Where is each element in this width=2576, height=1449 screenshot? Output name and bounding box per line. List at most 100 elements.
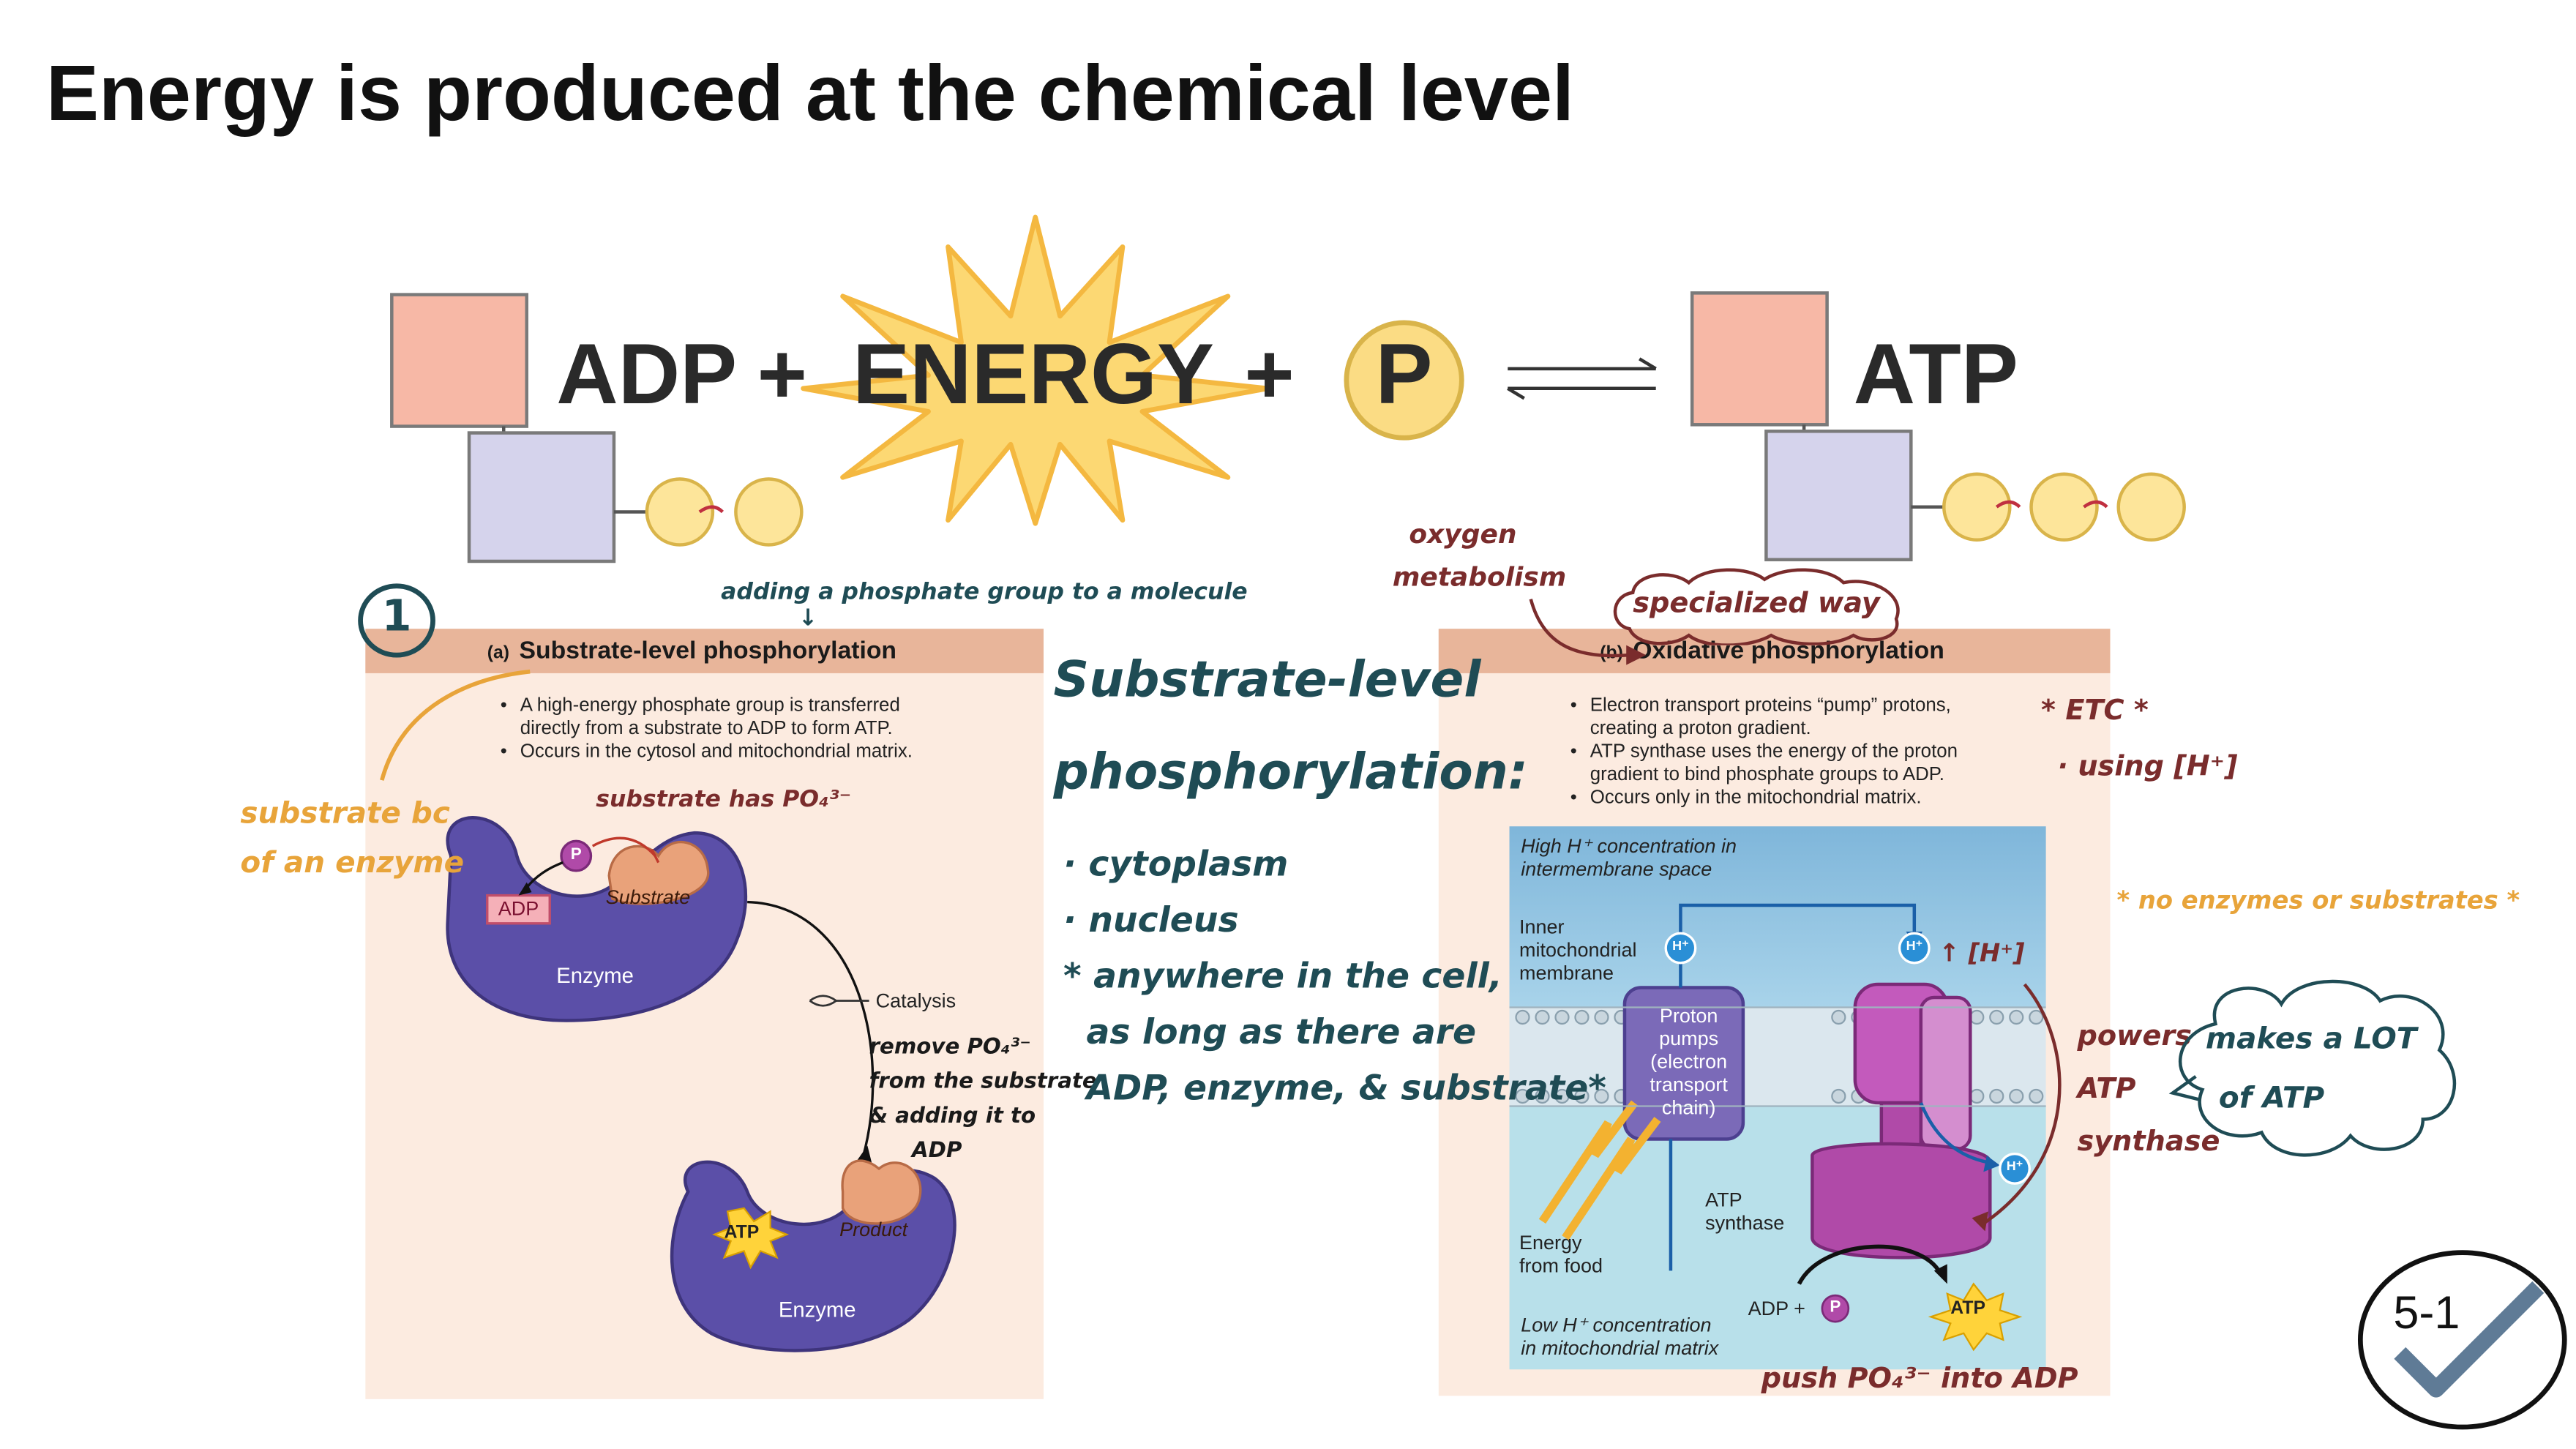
phosphate-icon bbox=[1344, 320, 1464, 441]
note-up-h: ↑ [H⁺] bbox=[1939, 938, 2025, 968]
equation-plus-1: + bbox=[757, 327, 807, 424]
note-slp-heading-line: phosphorylation: bbox=[1053, 744, 1528, 802]
note-slp-heading-line: Substrate-level bbox=[1053, 651, 1481, 710]
energy-from-food-line: Energy bbox=[1519, 1231, 1582, 1254]
high-h-label-line: intermembrane space bbox=[1521, 857, 1712, 881]
atp-synthase-head-icon bbox=[1811, 1142, 1992, 1259]
phosphate-icon bbox=[560, 839, 593, 872]
note-remove-line: & adding it to bbox=[869, 1104, 1036, 1129]
cloud-bubble-icon bbox=[1613, 568, 1900, 645]
panel-a-bullet: A high-energy phosphate group is transfe… bbox=[501, 694, 937, 741]
circled-number: 1 bbox=[381, 592, 412, 643]
panel-b-tag: (b) bbox=[1600, 643, 1623, 664]
note-substrate-bc-line: of an enzyme bbox=[240, 846, 465, 881]
energy-from-food-line: from food bbox=[1519, 1254, 1603, 1278]
note-powers-line: powers bbox=[2077, 1020, 2193, 1054]
h-ion-label: H⁺ bbox=[1672, 938, 1689, 954]
note-oxygen: oxygen metabolism bbox=[1393, 514, 1566, 599]
inner-membrane-label: Inner mitochondrial membrane bbox=[1519, 916, 1637, 984]
note-oxygen-line: metabolism bbox=[1392, 561, 1567, 593]
atp-burst-icon bbox=[1928, 1282, 2023, 1352]
note-substrate-bc: substrate bc of an enzyme bbox=[240, 790, 464, 889]
inner-membrane-line: Inner bbox=[1519, 915, 1565, 939]
proton-pumps-line: pumps bbox=[1659, 1027, 1719, 1050]
equation-energy: ENERGY bbox=[853, 327, 1215, 424]
panel-a-catalysis-label: Catalysis bbox=[875, 989, 956, 1013]
panel-a-title-text: Substrate-level phosphorylation bbox=[519, 637, 897, 665]
panel-a-atp-label: ATP bbox=[724, 1223, 760, 1243]
h-ion-label: H⁺ bbox=[1906, 938, 1923, 954]
atp-synthase-label: ATP synthase bbox=[1705, 1188, 1784, 1235]
note-remove-line: ADP bbox=[912, 1139, 962, 1164]
panel-b-p-label: P bbox=[1830, 1298, 1841, 1317]
note-maroon-bracket bbox=[1972, 983, 2062, 1232]
atp-molecule-icon bbox=[1690, 291, 2186, 561]
note-etc: * ETC * bbox=[2041, 694, 2149, 728]
panel-a-title: (a)Substrate-level phosphorylation bbox=[487, 637, 896, 664]
equation-atp: ATP bbox=[1853, 327, 2018, 424]
panel-b-bullet: ATP synthase uses the energy of the prot… bbox=[1570, 741, 1991, 787]
note-maroon-arrow bbox=[1529, 599, 1647, 665]
proton-pumps-line: (electron bbox=[1650, 1049, 1728, 1074]
equilibrium-arrows-icon bbox=[1507, 357, 1657, 400]
note-slp-list: · cytoplasm · nucleus * anywhere in the … bbox=[1063, 836, 1606, 1116]
panel-a-product-label: Product bbox=[839, 1218, 908, 1241]
panel-a-adp-label: ADP bbox=[498, 896, 539, 921]
panel-a-header bbox=[365, 629, 1044, 673]
proton-pumps-line: Proton bbox=[1659, 1004, 1718, 1027]
high-h-label-line: High H⁺ concentration in bbox=[1521, 834, 1737, 858]
panel-a-bullet: Occurs in the cytosol and mitochondrial … bbox=[501, 741, 937, 763]
note-oxygen-line: oxygen bbox=[1409, 518, 1517, 550]
inner-membrane-line: mitochondrial bbox=[1519, 938, 1637, 962]
panel-b-bullet: Occurs only in the mitochondrial matrix. bbox=[1570, 787, 1991, 809]
note-adding-phosphate: adding a phosphate group to a molecule bbox=[721, 579, 1248, 606]
note-remove-line: remove PO₄³⁻ bbox=[869, 1035, 1031, 1060]
oxidative-diagram bbox=[1509, 826, 2046, 1370]
equation-adp: ADP bbox=[556, 327, 738, 424]
note-slp-item: · cytoplasm bbox=[1063, 844, 1289, 884]
note-remove-line: from the substrate bbox=[869, 1069, 1097, 1095]
substrate-icon bbox=[607, 840, 710, 905]
note-orange-arrow bbox=[380, 669, 531, 781]
note-powers: powers ATP synthase bbox=[2077, 1011, 2220, 1169]
proton-pump-icon bbox=[1622, 986, 1745, 1141]
energy-burst-icon bbox=[801, 214, 1270, 526]
note-slp-item: as long as there are bbox=[1086, 1012, 1477, 1052]
low-h-line: Low H⁺ concentration bbox=[1521, 1313, 1712, 1337]
high-h-label: High H⁺ concentration in intermembrane s… bbox=[1521, 834, 1737, 880]
note-remove: remove PO₄³⁻ from the substrate & adding… bbox=[869, 1030, 1097, 1169]
panel-b-atp-label: ATP bbox=[1950, 1298, 1985, 1319]
note-no-enzymes: * no enzymes or substrates * bbox=[2116, 886, 2520, 916]
atp-synthase-line: synthase bbox=[1705, 1211, 1785, 1235]
panel-a-enzyme-top-label: Enzyme bbox=[556, 962, 634, 988]
product-icon bbox=[841, 1159, 922, 1225]
panel-b-bullet: Electron transport proteins “pump” proto… bbox=[1570, 694, 1991, 741]
note-specialized: specialized way bbox=[1633, 587, 1880, 621]
panel-b-bullets: Electron transport proteins “pump” proto… bbox=[1570, 694, 1991, 809]
panel-a-bullets: A high-energy phosphate group is transfe… bbox=[501, 694, 937, 763]
low-h-line: in mitochondrial matrix bbox=[1521, 1336, 1719, 1360]
note-slp-item: * anywhere in the cell, bbox=[1063, 956, 1502, 996]
circled-number-icon bbox=[358, 583, 435, 658]
note-using-h: · using [H⁺] bbox=[2057, 750, 2238, 784]
h-ion-label: H⁺ bbox=[2006, 1158, 2023, 1174]
panel-a-enzyme-bottom-label: Enzyme bbox=[778, 1297, 856, 1322]
note-powers-line: synthase bbox=[2077, 1126, 2220, 1159]
adp-molecule-icon bbox=[390, 293, 804, 564]
panel-a-substrate-label: Substrate bbox=[605, 886, 691, 909]
proton-pumps-line: transport bbox=[1650, 1073, 1728, 1096]
panel-a-p-label: P bbox=[570, 846, 582, 864]
slide-number: 5-1 bbox=[2393, 1287, 2460, 1338]
low-h-label: Low H⁺ concentration in mitochondrial ma… bbox=[1521, 1314, 1718, 1360]
adp-box bbox=[486, 894, 551, 925]
note-slp-heading: Substrate-level phosphorylation: bbox=[1053, 635, 1527, 820]
slide-title: Energy is produced at the chemical level bbox=[45, 50, 1575, 138]
note-slp-item: · nucleus bbox=[1063, 900, 1239, 940]
note-substrate-has: substrate has PO₄³⁻ bbox=[596, 787, 852, 814]
note-powers-line: ATP bbox=[2077, 1073, 2136, 1107]
proton-pumps-label: Proton pumps (electron transport chain) bbox=[1631, 1004, 1746, 1119]
atp-burst-icon bbox=[712, 1207, 790, 1270]
note-substrate-bc-line: substrate bc bbox=[240, 796, 450, 831]
note-slp-item: ADP, enzyme, & substrate* bbox=[1086, 1068, 1607, 1108]
